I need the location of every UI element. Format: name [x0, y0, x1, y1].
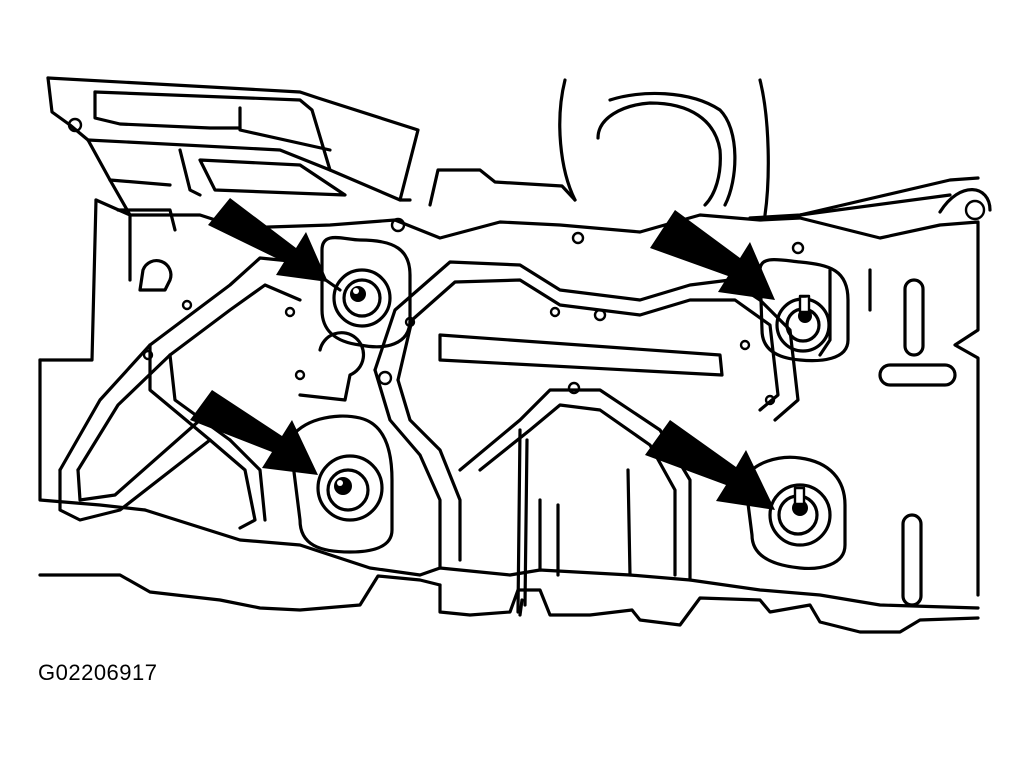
arrow-top-right [650, 210, 775, 300]
callout-arrows [190, 198, 775, 510]
upper-right-bore-area [428, 78, 992, 221]
arrow-bottom-left [190, 390, 318, 475]
arrow-top-left [208, 198, 328, 282]
stud-top-right [758, 258, 850, 363]
figure-code-label: G02206917 [38, 660, 158, 685]
stud-bottom-left [288, 414, 394, 554]
stud-bottom-right [743, 455, 847, 570]
arrow-bottom-right [645, 420, 775, 510]
manifold-plate [38, 213, 980, 634]
stud-top-left [320, 235, 412, 349]
manifold-ribs [58, 217, 957, 607]
